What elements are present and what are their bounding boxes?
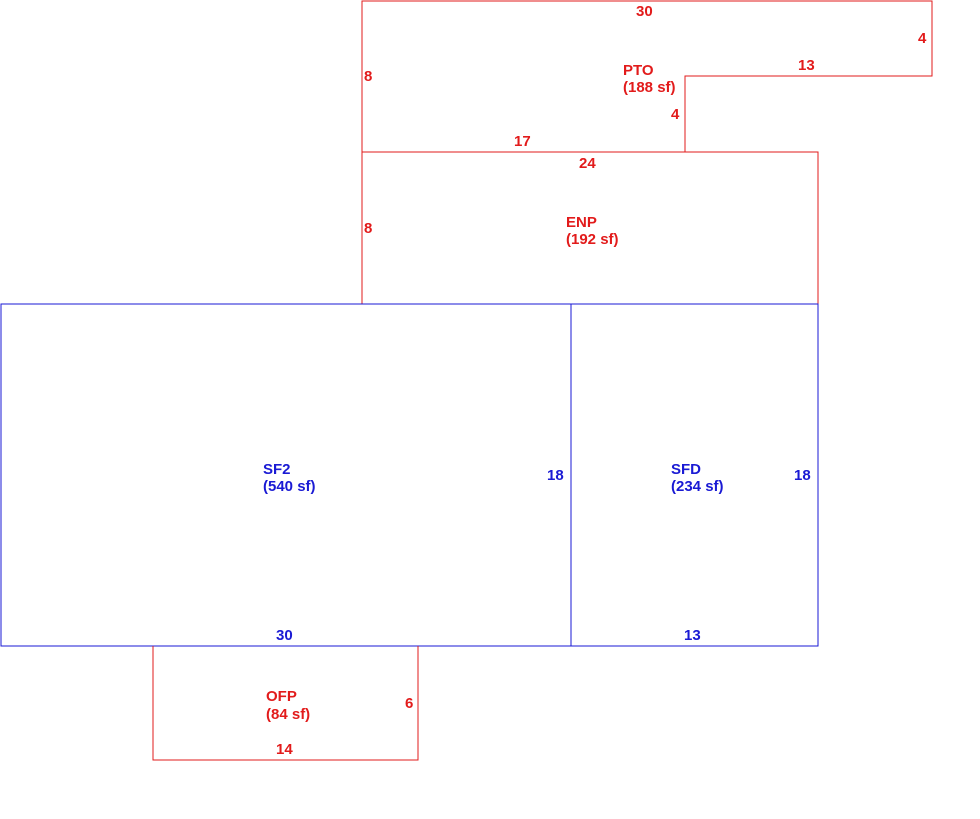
sfd-dim-right: 18: [794, 467, 811, 484]
ofp-area: (84 sf): [266, 706, 310, 723]
sf2-dim-bottom: 30: [276, 627, 293, 644]
sfd-dim-bottom: 13: [684, 627, 701, 644]
enp-dim-top: 24: [579, 155, 596, 172]
pto-dim-left: 8: [364, 68, 372, 85]
enp-dim-left: 8: [364, 220, 372, 237]
ofp-dim-right: 6: [405, 695, 413, 712]
pto-area: (188 sf): [623, 79, 676, 96]
pto-dim-right: 4: [918, 30, 927, 47]
pto-dim-step-top: 13: [798, 57, 815, 74]
pto-dim-bottom: 17: [514, 133, 531, 150]
pto-dim-top: 30: [636, 3, 653, 20]
sf2-code: SF2: [263, 461, 291, 478]
enp-area: (192 sf): [566, 231, 619, 248]
pto-code: PTO: [623, 62, 654, 79]
enp-code: ENP: [566, 214, 597, 231]
ofp-code: OFP: [266, 688, 297, 705]
sfd-code: SFD: [671, 461, 701, 478]
pto-dim-step-side: 4: [671, 106, 680, 123]
sfd-area: (234 sf): [671, 478, 724, 495]
sf2-dim-right: 18: [547, 467, 564, 484]
sf2-area: (540 sf): [263, 478, 316, 495]
sfd-outline: [570, 303, 819, 647]
ofp-outline: [152, 646, 419, 761]
ofp-dim-bottom: 14: [276, 741, 293, 758]
